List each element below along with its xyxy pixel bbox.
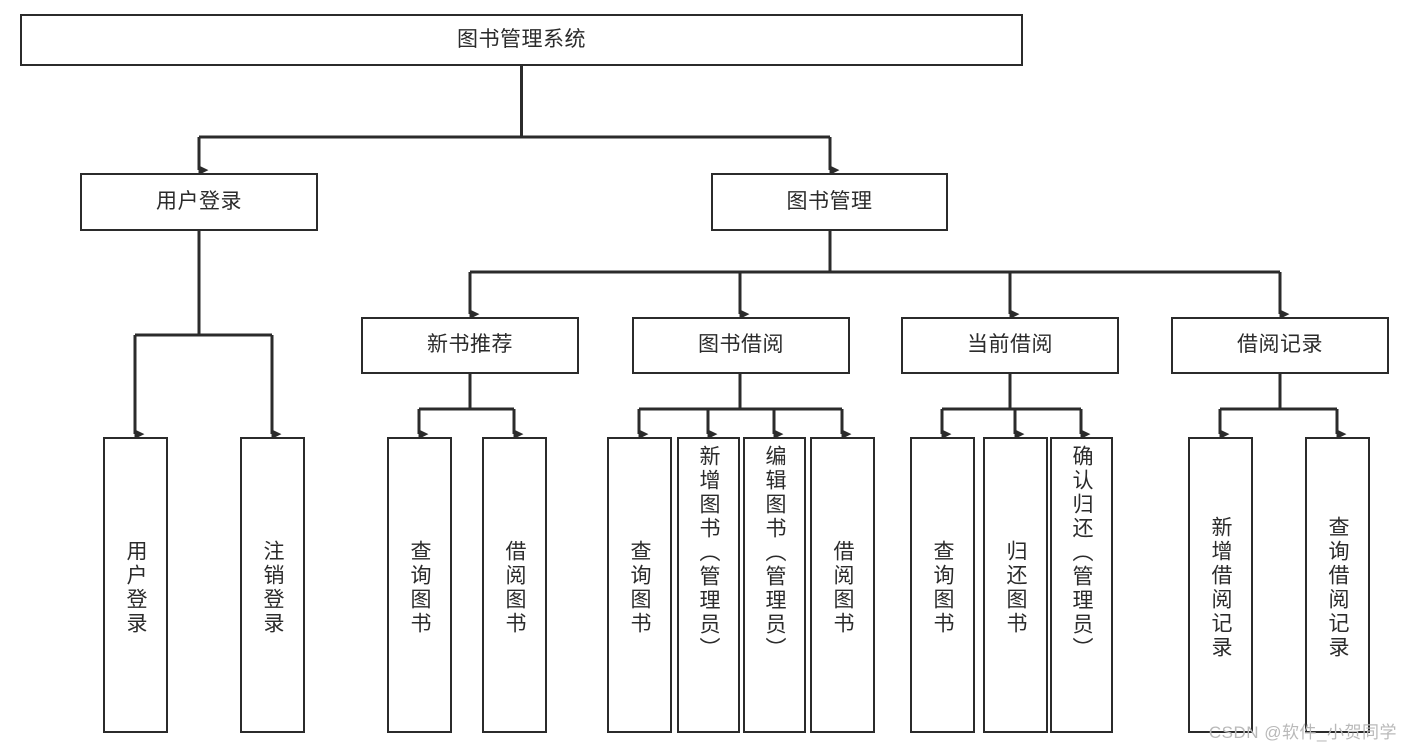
leaf-borrow-book-recommend[interactable]: 借阅图书	[482, 437, 547, 733]
leaf-borrow-book-recommend-label: 借阅图书	[503, 540, 526, 636]
node-root[interactable]: 图书管理系统	[20, 14, 1023, 66]
leaf-query-book-borrow-label: 查询图书	[628, 540, 651, 636]
node-user-login[interactable]: 用户登录	[80, 173, 318, 231]
leaf-logout[interactable]: 注销登录	[240, 437, 305, 733]
node-current-borrow[interactable]: 当前借阅	[901, 317, 1119, 374]
node-user-login-label: 用户登录	[156, 189, 242, 213]
leaf-add-borrow-record[interactable]: 新增借阅记录	[1188, 437, 1253, 733]
node-root-label: 图书管理系统	[457, 27, 586, 51]
leaf-query-book-borrow[interactable]: 查询图书	[607, 437, 672, 733]
watermark: CSDN @软件_小贺同学	[1208, 723, 1397, 742]
leaf-borrow-book-label: 借阅图书	[831, 540, 854, 636]
leaf-confirm-return-admin-label: 确认归还（管理员）	[1070, 445, 1093, 661]
leaf-confirm-return-admin[interactable]: 确认归还（管理员）	[1050, 437, 1113, 733]
node-borrow-records-label: 借阅记录	[1237, 333, 1323, 357]
node-book-borrow[interactable]: 图书借阅	[632, 317, 850, 374]
leaf-logout-label: 注销登录	[261, 540, 284, 636]
node-current-borrow-label: 当前借阅	[967, 333, 1053, 357]
leaf-add-borrow-record-label: 新增借阅记录	[1209, 516, 1232, 660]
node-new-book-recommend[interactable]: 新书推荐	[361, 317, 579, 374]
node-book-management-label: 图书管理	[786, 189, 873, 213]
edges-group	[133, 66, 1347, 440]
node-book-borrow-label: 图书借阅	[698, 333, 784, 357]
leaf-edit-book-admin-label: 编辑图书（管理员）	[763, 445, 786, 661]
leaf-query-book-current[interactable]: 查询图书	[910, 437, 975, 733]
leaf-return-book-label: 归还图书	[1004, 540, 1027, 636]
node-borrow-records[interactable]: 借阅记录	[1171, 317, 1389, 374]
leaf-edit-book-admin[interactable]: 编辑图书（管理员）	[743, 437, 806, 733]
leaf-user-login[interactable]: 用户登录	[103, 437, 168, 733]
leaf-add-book-admin-label: 新增图书（管理员）	[697, 445, 720, 661]
leaf-borrow-book[interactable]: 借阅图书	[810, 437, 875, 733]
node-book-management[interactable]: 图书管理	[711, 173, 948, 231]
leaf-return-book[interactable]: 归还图书	[983, 437, 1048, 733]
leaf-query-book-current-label: 查询图书	[931, 540, 954, 636]
leaf-add-book-admin[interactable]: 新增图书（管理员）	[677, 437, 740, 733]
leaf-query-book-recommend-label: 查询图书	[408, 540, 431, 636]
node-new-book-recommend-label: 新书推荐	[427, 333, 513, 357]
leaf-query-borrow-record-label: 查询借阅记录	[1326, 516, 1349, 660]
leaf-user-login-label: 用户登录	[124, 540, 147, 636]
leaf-query-book-recommend[interactable]: 查询图书	[387, 437, 452, 733]
leaf-query-borrow-record[interactable]: 查询借阅记录	[1305, 437, 1370, 733]
